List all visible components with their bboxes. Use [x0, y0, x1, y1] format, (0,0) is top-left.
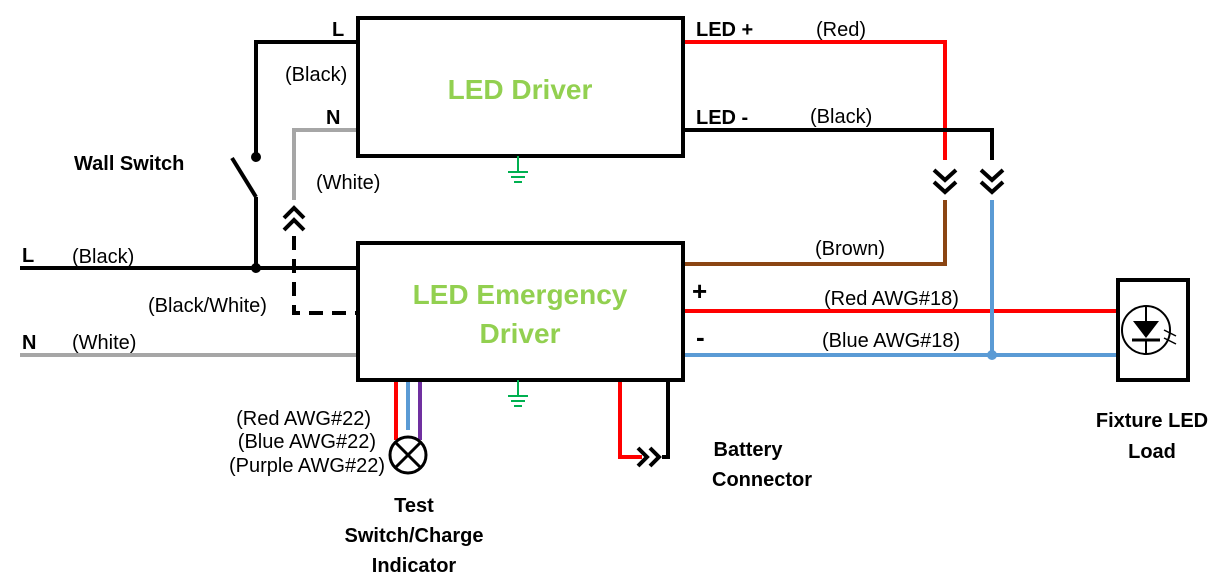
connector-icon — [932, 168, 958, 195]
brown-wire — [683, 200, 947, 266]
fixture-load-line2: Load — [1128, 441, 1176, 463]
led-plus-wire — [683, 40, 947, 160]
black-led-label: (Black) — [810, 106, 872, 128]
white-top-label: (White) — [316, 172, 380, 194]
blue-awg18-label: (Blue AWG#18) — [822, 330, 960, 352]
purple-awg22-label: (Purple AWG#22) — [229, 455, 385, 477]
wall-switch-label: Wall Switch — [74, 153, 184, 175]
black-mains-label: (Black) — [72, 246, 134, 268]
black-top-label: (Black) — [285, 64, 347, 86]
emergency-driver-title-line2: Driver — [480, 318, 561, 349]
test-indicator-line2: Switch/Charge — [345, 525, 484, 547]
emergency-driver-box — [356, 241, 685, 382]
led-plus-label: LED + — [696, 19, 753, 41]
white-mains-label: (White) — [72, 332, 136, 354]
ground-icon — [508, 380, 528, 407]
connector-icon — [282, 205, 306, 232]
red-awg22-label: (Red AWG#22) — [236, 408, 371, 430]
junction-dot-mains — [251, 263, 261, 273]
led-minus-wire — [683, 128, 994, 160]
junction-dot-blue — [987, 350, 997, 360]
black-white-label: (Black/White) — [148, 295, 267, 317]
emergency-plus-label: + — [692, 276, 707, 306]
switch-icon — [230, 156, 258, 199]
battery-black-wire — [662, 380, 670, 459]
battery-connector-line2: Connector — [712, 469, 812, 491]
switched-l-wire — [254, 40, 358, 157]
led-minus-label: LED - — [696, 107, 748, 129]
led-icon — [1121, 305, 1177, 355]
connector-icon — [979, 168, 1005, 195]
red-awg18-label: (Red AWG#18) — [824, 288, 959, 310]
test-indicator-line1: Test — [394, 495, 434, 517]
blue-awg22-label: (Blue AWG#22) — [238, 431, 376, 453]
driver-pin-n: N — [326, 107, 340, 129]
emergency-driver-title-line1: LED Emergency — [413, 279, 628, 310]
led-driver-box — [356, 16, 685, 158]
wires — [20, 40, 1118, 459]
driver-pin-l: L — [332, 19, 344, 41]
ground-icon — [508, 156, 528, 183]
mains-l-label: L — [22, 245, 34, 267]
red-led-label: (Red) — [816, 19, 866, 41]
junction-dot-switch — [251, 152, 261, 162]
mains-n-label: N — [22, 332, 36, 354]
led-driver-title: LED Driver — [448, 74, 593, 105]
test-indicator-line3: Indicator — [372, 555, 457, 577]
brown-label: (Brown) — [815, 238, 885, 260]
connector-icon — [636, 446, 662, 468]
driver-n-wire — [292, 128, 358, 200]
unswitched-dashed-wire — [292, 236, 358, 315]
emergency-minus-label: - — [696, 322, 705, 352]
battery-connector-line1: Battery — [714, 439, 784, 461]
fixture-load-line1: Fixture LED — [1096, 410, 1208, 432]
indicator-lamp-icon — [388, 435, 428, 475]
battery-red-wire — [618, 380, 642, 459]
fixture-led-box — [1116, 278, 1190, 382]
